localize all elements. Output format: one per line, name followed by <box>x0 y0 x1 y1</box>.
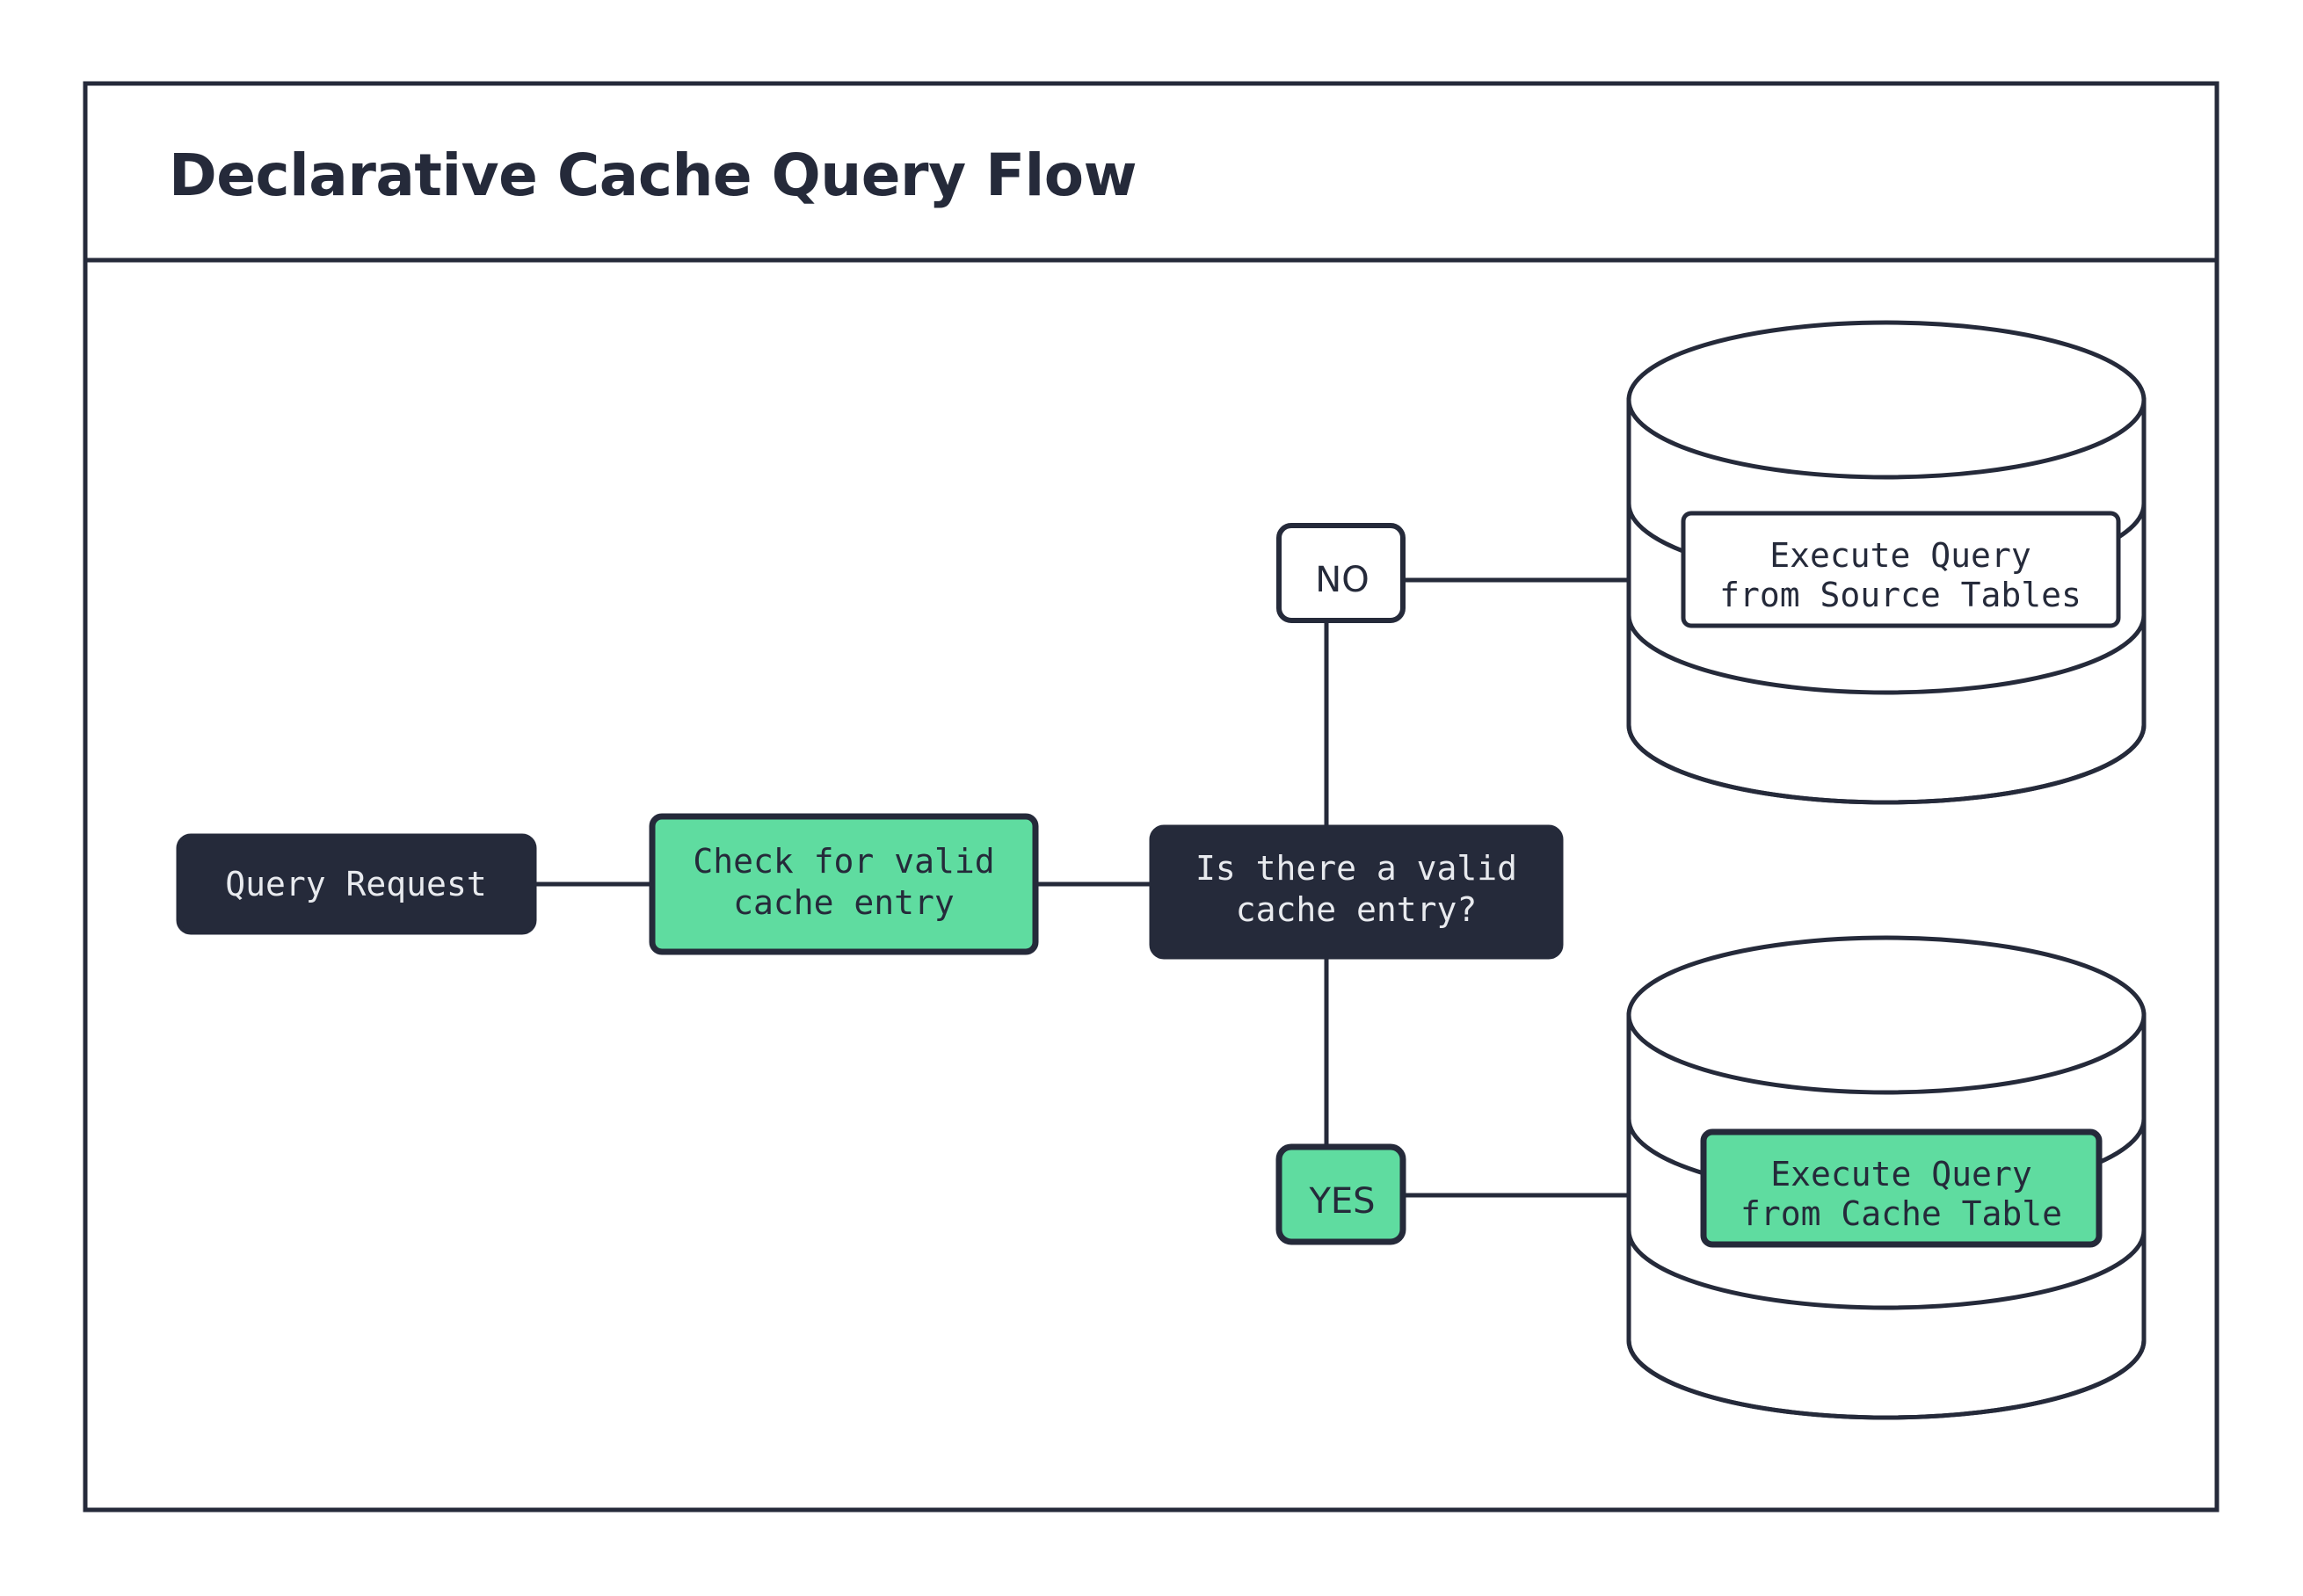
cache-table-label-line2: from Cache Table <box>1740 1194 2062 1233</box>
cache-table-label-box[interactable] <box>1700 1128 2103 1248</box>
source-tables-label-line2: from Source Tables <box>1719 576 2081 614</box>
process-node-check-cache[interactable] <box>649 813 1039 955</box>
branch-label-no[interactable] <box>1276 523 1406 623</box>
decision-node-label-line2: cache entry? <box>1236 890 1478 929</box>
start-node-query-request[interactable] <box>176 833 537 935</box>
process-node-label-line1: Check for valid <box>693 842 994 881</box>
page-title: Declarative Cache Query Flow <box>169 141 1137 209</box>
cache-table-label-line1: Execute Query <box>1770 1155 2031 1193</box>
branch-label-yes-text: YES <box>1308 1181 1375 1222</box>
branch-label-no-text: NO <box>1315 560 1369 600</box>
decision-node-label-line1: Is there a valid <box>1195 849 1517 888</box>
process-node-label-line2: cache entry <box>733 883 955 922</box>
decision-node-valid-cache[interactable] <box>1149 824 1564 960</box>
branch-label-yes[interactable] <box>1275 1143 1406 1245</box>
diagram-frame <box>83 81 2219 1513</box>
source-tables-label-line1: Execute Query <box>1769 536 2031 575</box>
source-tables-label-box[interactable] <box>1681 511 2121 628</box>
start-node-label: Query Request <box>225 865 486 903</box>
